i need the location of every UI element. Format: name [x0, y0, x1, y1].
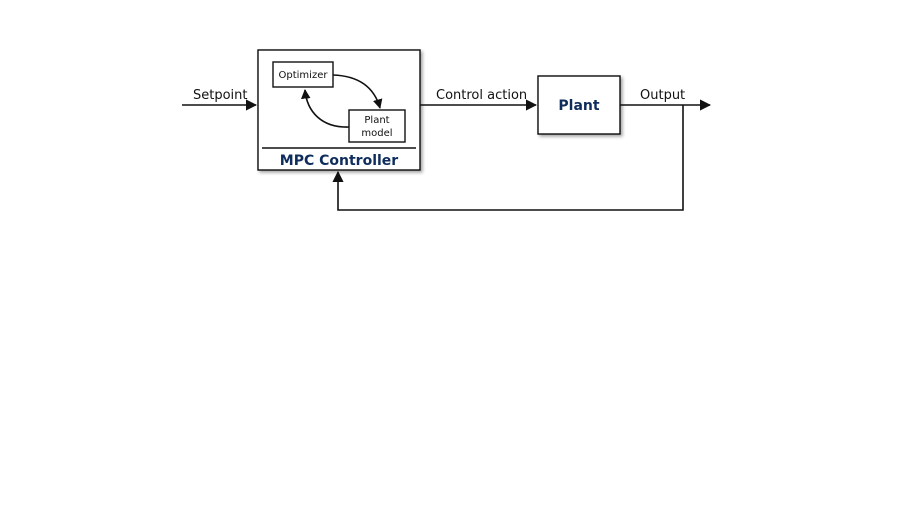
plant-model-label-line2: model: [361, 128, 392, 139]
plant-label: Plant: [558, 98, 599, 114]
optimizer-to-model-arrow: [332, 74, 383, 109]
model-to-optimizer-arrow: [301, 89, 350, 128]
plant-model-label-line1: Plant: [364, 115, 389, 126]
setpoint-label: Setpoint: [193, 88, 248, 103]
feedback-arrow: [332, 105, 684, 211]
control-action-label: Control action: [436, 88, 527, 103]
output-label: Output: [640, 88, 685, 103]
optimizer-label: Optimizer: [279, 70, 329, 81]
optimizer-box: [272, 61, 334, 88]
mpc-controller-title: MPC Controller: [280, 153, 399, 169]
plant-model-box: [348, 109, 406, 143]
